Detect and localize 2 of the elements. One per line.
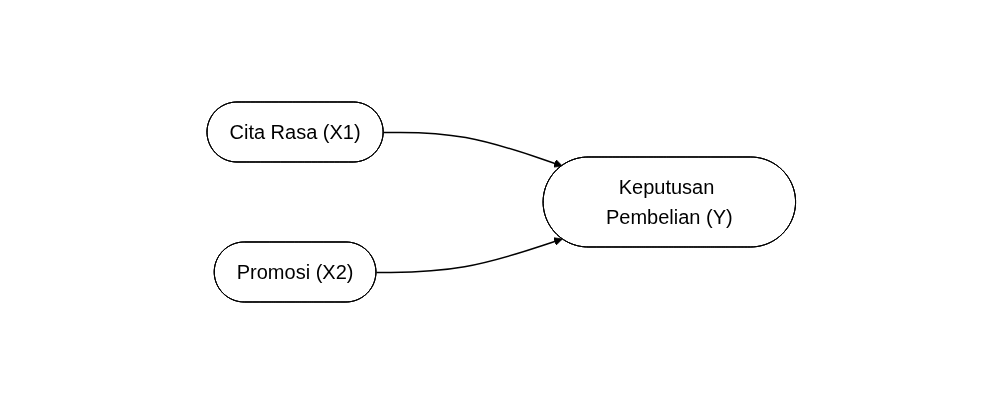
- arrow: [375, 237, 563, 274]
- arrow: [383, 131, 563, 168]
